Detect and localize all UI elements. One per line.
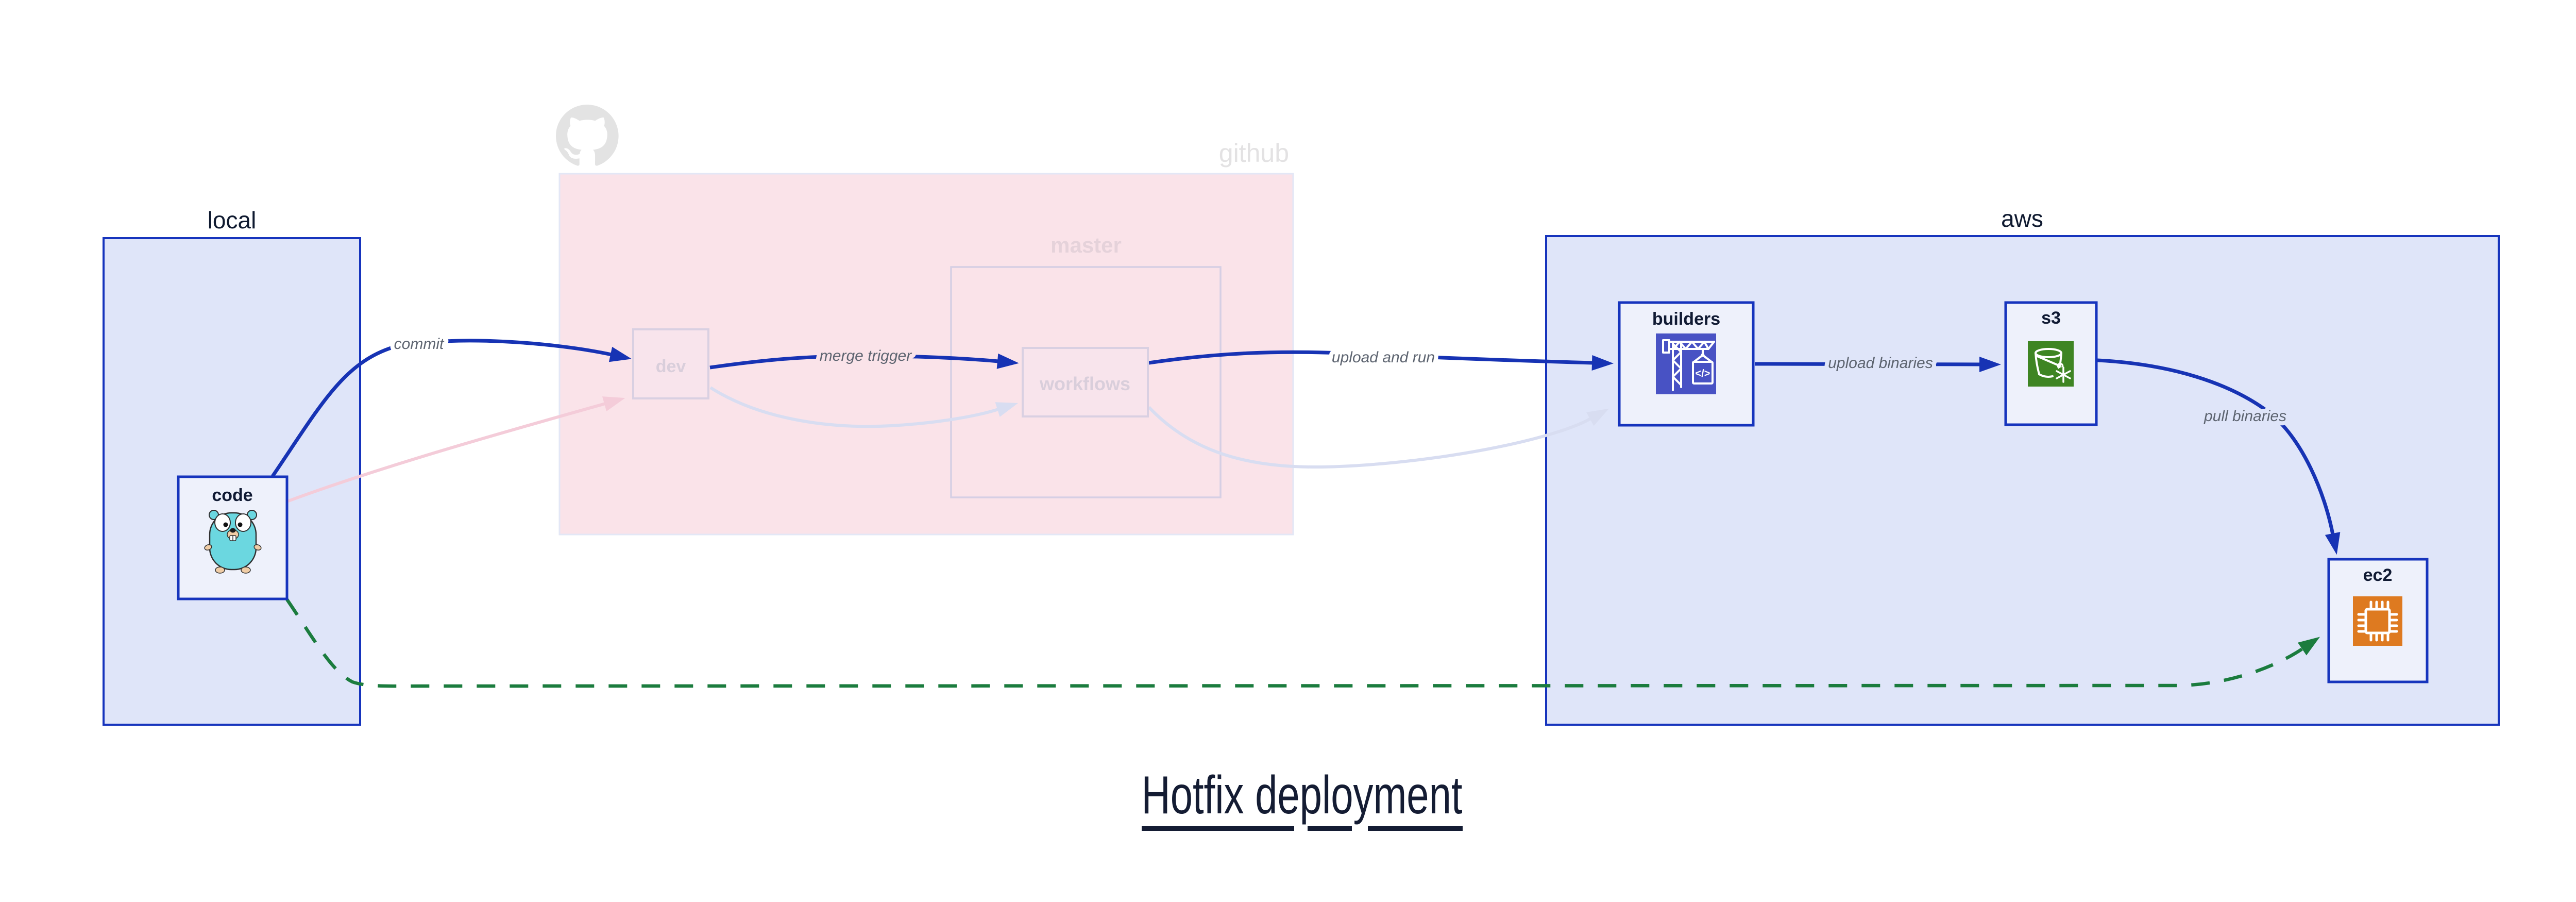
diagram-title: Hotfix deployment xyxy=(1142,765,1463,831)
edge-dev-to-workflows-faded xyxy=(709,386,1019,428)
main-edges xyxy=(271,339,2341,688)
builders-node-label: builders xyxy=(1652,309,1720,329)
node-builders: builders </> xyxy=(1618,301,1755,427)
edge-labels: commit merge trigger upload and run uplo… xyxy=(390,331,2291,429)
ec2-node-label: ec2 xyxy=(2363,565,2393,585)
upload-binaries-edge-label: upload binaries xyxy=(1828,355,1933,372)
faded-edges xyxy=(286,386,1609,503)
title-text: Hotfix deployment xyxy=(1142,765,1463,825)
node-ec2: ec2 xyxy=(2327,558,2429,683)
node-s3: s3 xyxy=(2004,301,2098,426)
group-local: local xyxy=(103,207,361,726)
title-underline-1 xyxy=(1142,826,1294,831)
workflows-node-label: workflows xyxy=(1039,373,1130,394)
s3-node-label: s3 xyxy=(2041,308,2061,328)
edge-pull-binaries xyxy=(2097,358,2341,555)
merge-trigger-edge-label: merge trigger xyxy=(820,347,912,364)
aws-ec2-chip-icon xyxy=(2353,596,2402,646)
edge-upload-and-run xyxy=(1148,350,1614,371)
title-underline-2 xyxy=(1308,826,1352,831)
group-github: github master xyxy=(556,105,1294,536)
edge-commit xyxy=(271,339,632,477)
code-node-label: code xyxy=(212,486,252,505)
pull-binaries-edge-label: pull binaries xyxy=(2204,408,2286,425)
node-code: code xyxy=(177,475,289,600)
master-branch-box xyxy=(950,266,1222,498)
upload-and-run-edge-label: upload and run xyxy=(1332,349,1435,366)
aws-s3-bucket-icon xyxy=(2028,341,2074,387)
dev-node-label: dev xyxy=(656,357,686,376)
codebuild-code-glyph: </> xyxy=(1696,368,1710,379)
edge-merge-trigger xyxy=(709,353,1019,370)
commit-edge-label: commit xyxy=(394,336,445,353)
aws-codebuild-icon: </> xyxy=(1656,333,1716,394)
go-gopher-icon xyxy=(204,510,262,574)
snowflake-glyph xyxy=(2056,366,2071,383)
s3-node-box xyxy=(2004,301,2098,426)
master-branch-label: master xyxy=(1050,233,1122,257)
edge-hotfix-dashed xyxy=(285,598,2320,688)
github-watermark-label: github xyxy=(1219,139,1289,168)
title-underline-3 xyxy=(1368,826,1463,831)
dev-node-box xyxy=(632,328,709,399)
github-logo-icon xyxy=(556,105,619,166)
node-dev: dev xyxy=(632,328,709,399)
local-group-label: local xyxy=(208,207,257,233)
workflows-node-box xyxy=(1022,347,1149,417)
node-workflows: workflows xyxy=(1022,347,1149,417)
edge-workflows-to-builders-faded xyxy=(1147,406,1609,469)
edge-code-to-dev-faded xyxy=(286,396,625,503)
aws-group-label: aws xyxy=(2001,205,2043,232)
